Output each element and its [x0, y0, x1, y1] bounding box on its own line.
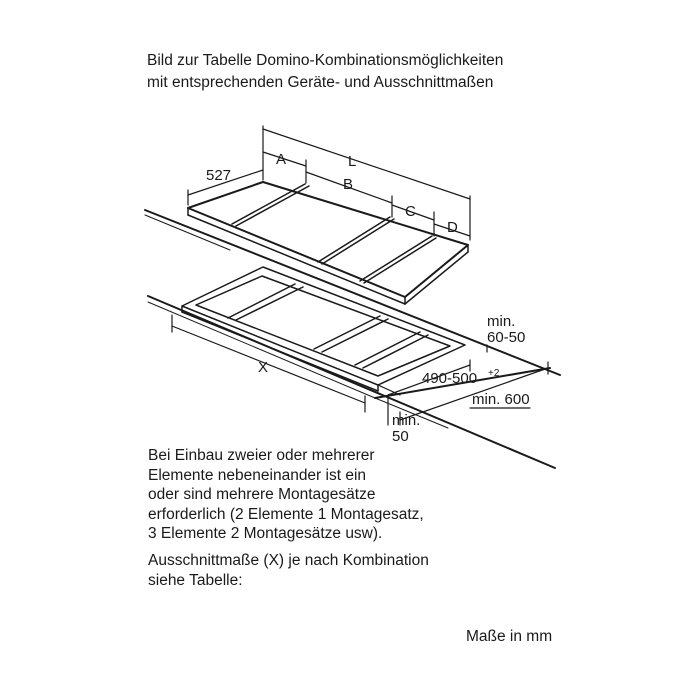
- note-line: siehe Tabelle:: [148, 571, 243, 589]
- installation-note: Bei Einbau zweier oder mehrerer Elemente…: [148, 446, 424, 544]
- dim-min-label-1: min.: [487, 313, 515, 330]
- dimension-lines-lower: [171, 314, 549, 426]
- dim-c: C: [405, 203, 416, 220]
- note-line: 3 Elemente 2 Montagesätze usw).: [148, 525, 383, 542]
- note-line: Bei Einbau zweier oder mehrerer: [148, 447, 375, 464]
- dim-cutout-depth: 490-500: [422, 370, 477, 387]
- dim-l: L: [348, 153, 356, 170]
- dimension-lines-upper: [187, 125, 471, 241]
- dim-cutout-x: X: [258, 359, 268, 376]
- dim-d: D: [447, 219, 458, 236]
- dim-min-60-50: 60-50: [487, 329, 525, 346]
- note-line: oder sind mehrere Montagesätze: [148, 486, 376, 503]
- countertop-lower: [147, 295, 556, 469]
- countertop-upper: [144, 209, 561, 376]
- caption-line-2: mit entsprechenden Geräte- und Ausschnit…: [147, 74, 494, 91]
- dim-min-label-2: min.: [392, 412, 420, 429]
- dim-depth-527: 527: [206, 167, 231, 184]
- dim-a: A: [276, 151, 286, 168]
- cooktop-modules: [187, 181, 469, 305]
- note-line: Ausschnittmaße (X) je nach Kombination: [148, 552, 429, 569]
- cutout-frame: [181, 266, 466, 392]
- note-line: Elemente nebeneinander ist ein: [148, 466, 367, 484]
- note-line: erforderlich (2 Elemente 1 Montagesatz,: [148, 505, 424, 523]
- dim-cutout-depth-sup: +2: [488, 368, 500, 379]
- cutout-note: Ausschnittmaße (X) je nach Kombination s…: [148, 551, 429, 590]
- caption-line-1: Bild zur Tabelle Domino-Kombinationsmögl…: [147, 52, 504, 69]
- units-label: Maße in mm: [466, 628, 553, 645]
- dim-b: B: [343, 176, 353, 193]
- caption: Bild zur Tabelle Domino-Kombinationsmögl…: [147, 50, 503, 94]
- module-seams: [231, 183, 437, 284]
- dim-min-600: min. 600: [472, 391, 530, 408]
- dim-min-50: 50: [392, 428, 409, 445]
